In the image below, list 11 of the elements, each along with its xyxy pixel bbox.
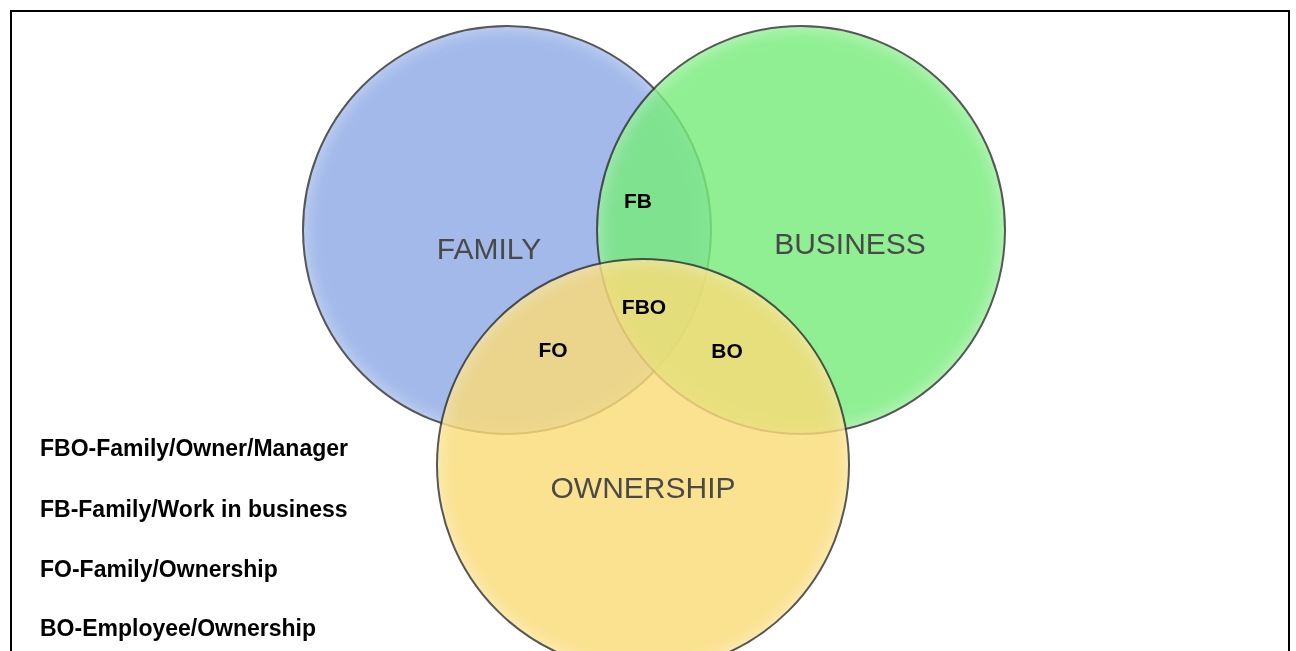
region-label: FBO <box>621 295 667 319</box>
circle-label: BUSINESS <box>774 227 926 261</box>
region-label: FB <box>624 189 652 213</box>
circle-label: OWNERSHIP <box>550 471 736 505</box>
region-label: BO <box>711 339 743 363</box>
region-label: FO <box>538 338 568 362</box>
legend-note: FB-Family/Work in business <box>40 495 348 523</box>
legend-note: BO-Employee/Ownership <box>40 614 317 642</box>
circle-label: FAMILY <box>436 232 542 266</box>
legend-note: FBO-Family/Owner/Manager <box>40 434 348 462</box>
legend-note: FO-Family/Ownership <box>40 555 278 583</box>
